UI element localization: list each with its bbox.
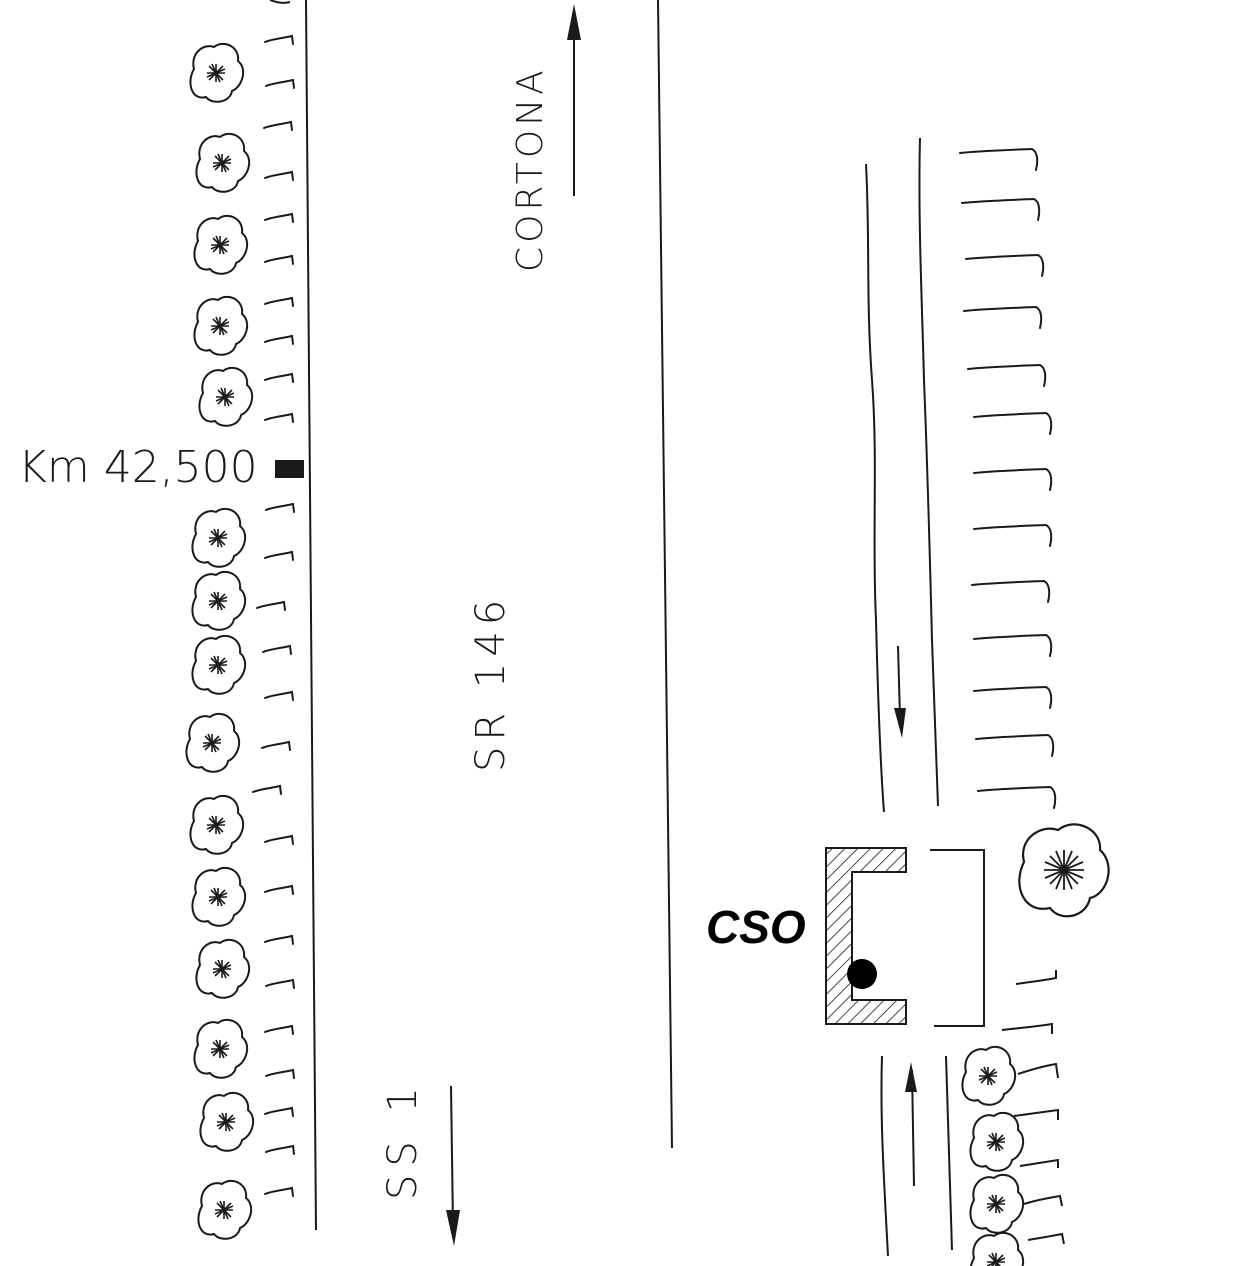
road-edge-west (305, 0, 317, 1231)
tree-icon (193, 295, 249, 356)
station-code-label: CSO (706, 901, 806, 953)
south-arrow-icon (446, 1085, 460, 1246)
tree-icon (189, 794, 245, 855)
tree-icon (195, 938, 251, 999)
tree-icon (191, 634, 247, 695)
east-tree-row-south (961, 1045, 1025, 1266)
side-lane-edge-west-south (880, 1055, 889, 1257)
tree-icon (969, 1111, 1025, 1172)
station-marker-dot (847, 959, 877, 989)
side-lane-edge-east (918, 137, 939, 807)
south-destination-label: SS 1 (380, 1079, 426, 1200)
tree-icon (191, 507, 247, 568)
km-marker-post (275, 460, 304, 478)
tree-icon (185, 712, 241, 773)
tree-icon (195, 132, 251, 193)
side-lane-edge-west (865, 163, 885, 813)
west-tree-row (185, 42, 255, 1240)
east-hedge-south (1001, 970, 1065, 1245)
tree-icon (193, 1018, 249, 1079)
tree-icon (199, 1091, 255, 1152)
road-name-label: SR 146 (468, 594, 514, 772)
tree-icon (197, 1179, 253, 1240)
north-arrow-icon (567, 4, 581, 196)
side-lane-arrow-south-icon (905, 1062, 917, 1187)
tree-icon (969, 1231, 1025, 1266)
west-hedge-row (252, 0, 295, 1197)
tree-icon (191, 570, 247, 631)
tree-icon (961, 1045, 1017, 1106)
tree-icon (198, 366, 254, 427)
km-marker-label: Km 42,500 (18, 442, 258, 493)
tree-icon (969, 1173, 1025, 1234)
station-building (825, 847, 985, 1027)
side-lane-arrow-north-icon (894, 645, 906, 738)
road-edge-east (657, 0, 673, 1149)
side-lane-edge-east-south (945, 1055, 953, 1251)
tree-icon (193, 214, 249, 275)
east-hedge-row (959, 148, 1057, 809)
tree-icon (191, 866, 247, 927)
tree-icon-large (1018, 823, 1110, 918)
north-destination-label: CORTONA (510, 66, 551, 272)
tree-icon (189, 42, 245, 103)
